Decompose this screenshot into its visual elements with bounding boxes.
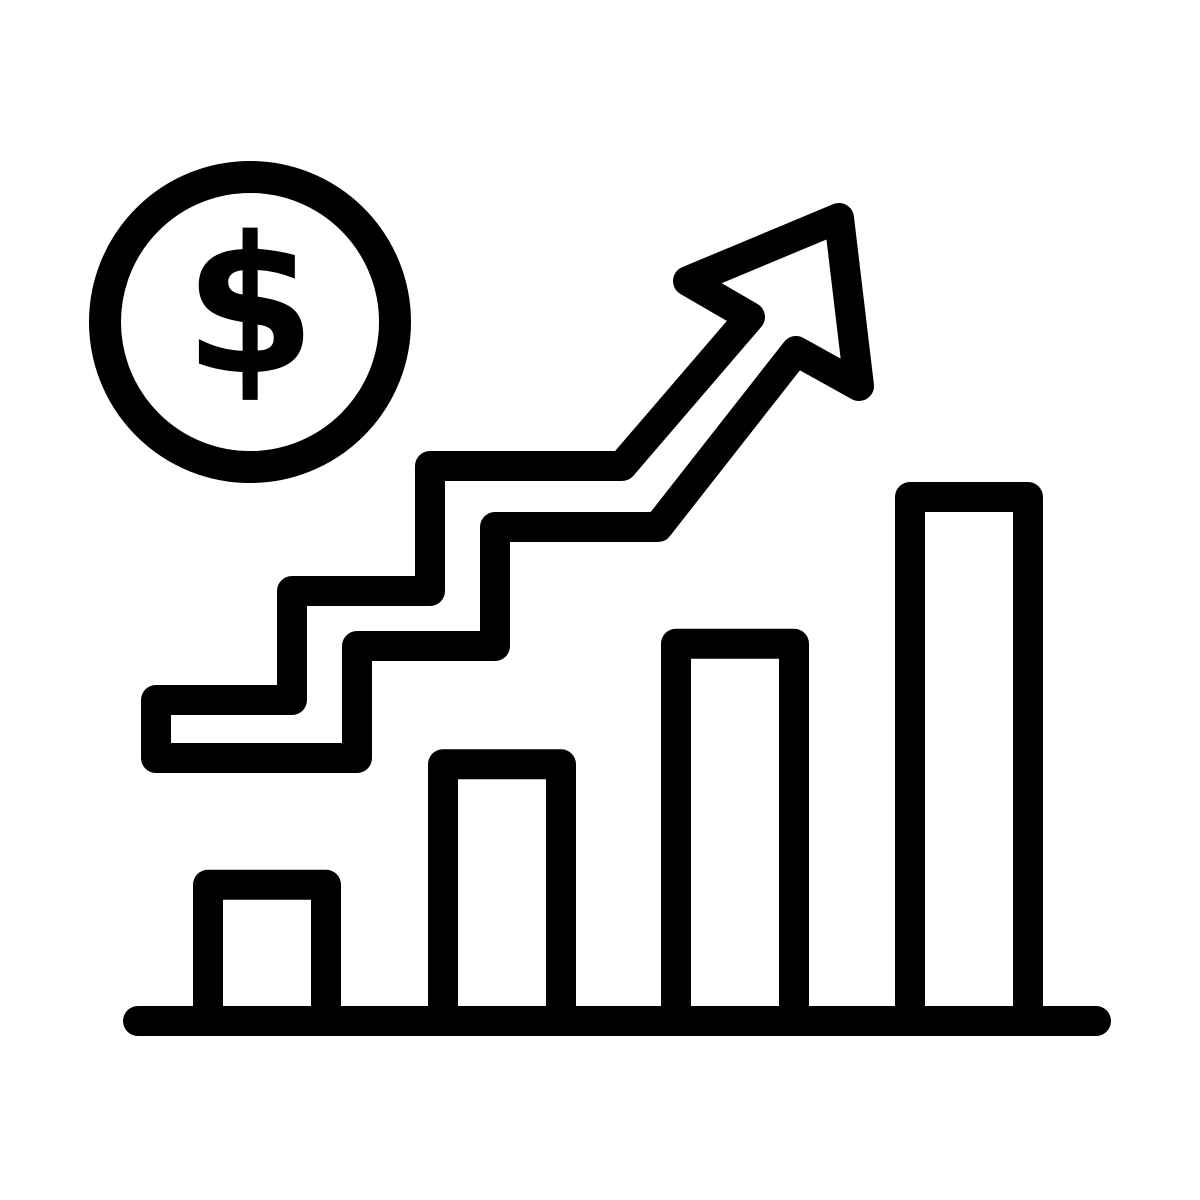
coin-icon: $ — [89, 161, 411, 483]
coin-outline — [89, 161, 411, 483]
bar-3 — [661, 628, 809, 1036]
bar-2 — [428, 749, 576, 1036]
staircase-arrow-outline — [141, 203, 874, 773]
staircase-arrow-icon — [141, 203, 874, 773]
bar-group — [193, 482, 1043, 1036]
bar-4 — [895, 482, 1043, 1036]
dollar-sign-icon: $ — [184, 196, 316, 417]
bar-1 — [193, 869, 341, 1036]
